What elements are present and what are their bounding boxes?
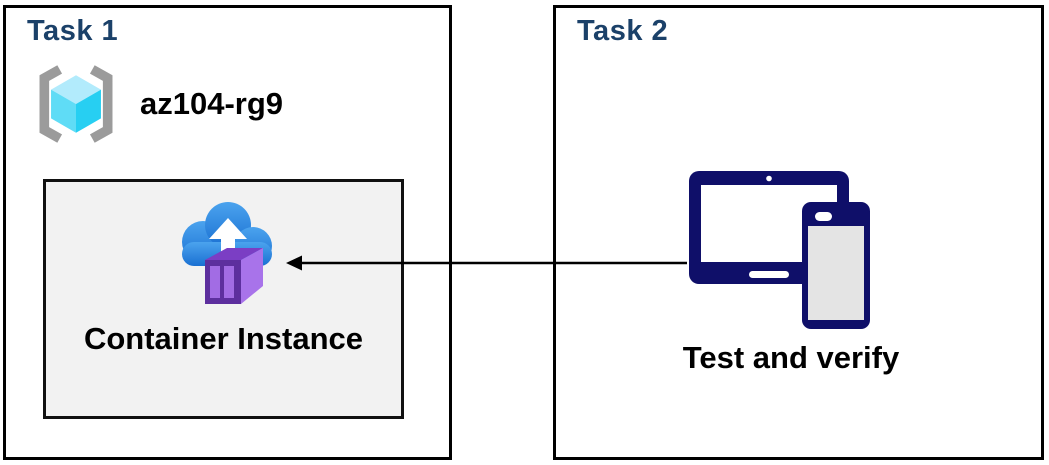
task2-title: Task 2 xyxy=(577,15,669,47)
resource-group-row: az104-rg9 xyxy=(28,54,283,154)
resource-group-icon xyxy=(39,65,113,143)
container-instance-box: Container Instance xyxy=(43,179,404,419)
upload-arrow xyxy=(208,218,247,268)
task1-box: Task 1 az104-rg9 xyxy=(3,5,452,460)
left-arrow-connector xyxy=(286,255,687,271)
task1-title: Task 1 xyxy=(27,15,119,47)
test-and-verify-label: Test and verify xyxy=(682,340,900,375)
phone-shape xyxy=(802,202,870,329)
task2-box: Task 2 Test and verify xyxy=(553,5,1044,460)
resource-group-name: az104-rg9 xyxy=(140,86,284,121)
container-instance-label: Container Instance xyxy=(83,321,364,356)
container-cube xyxy=(204,248,263,304)
tablet-and-phone-icon xyxy=(689,171,871,329)
container-instance-icon xyxy=(169,192,279,312)
